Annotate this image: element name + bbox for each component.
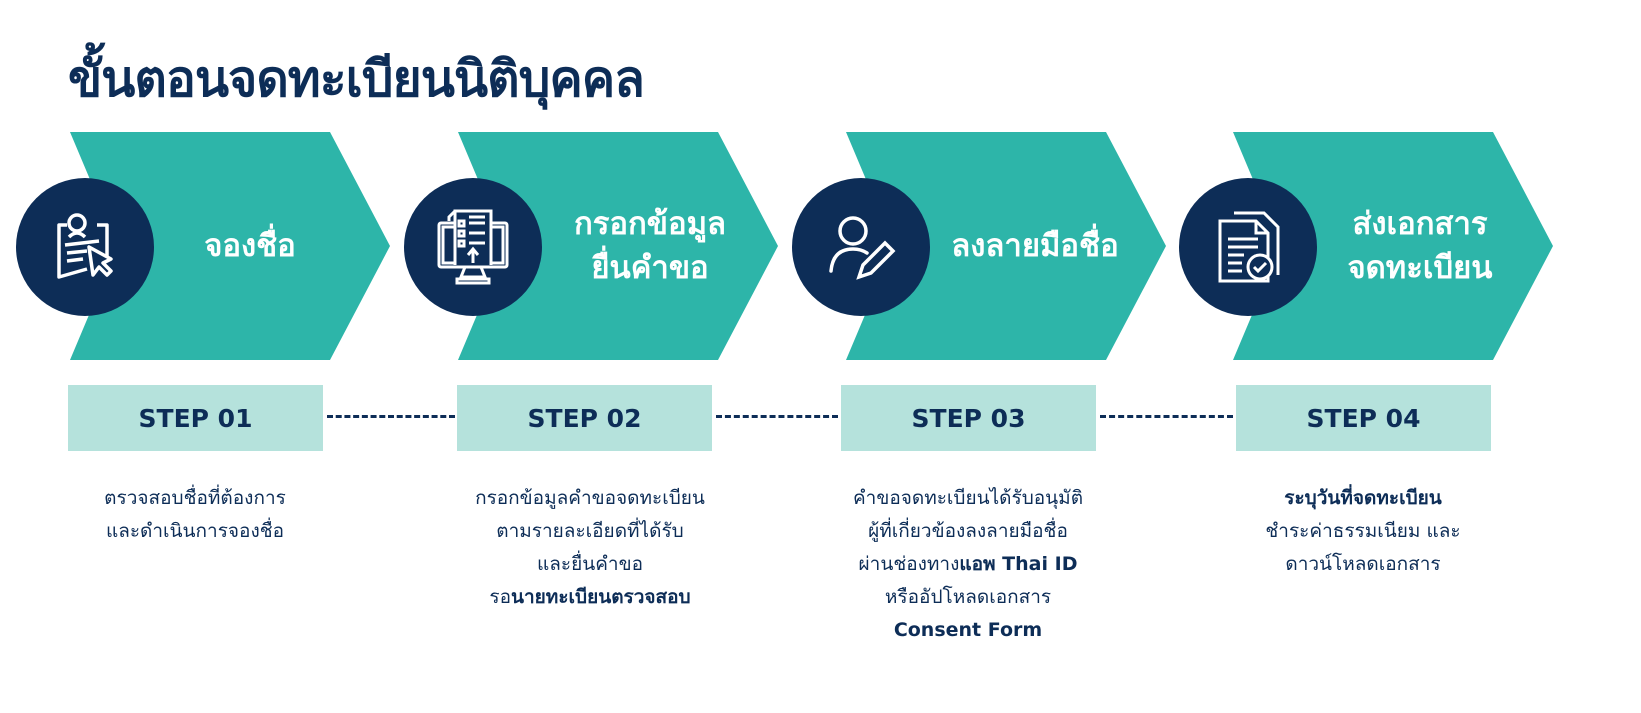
description-text: ผู้ที่เกี่ยวข้องลงลายมือชื่อ (868, 520, 1068, 542)
description-text: ตรวจสอบชื่อที่ต้องการ (104, 487, 286, 509)
step-description: ระบุวันที่จดทะเบียนชำระค่าธรรมเนียม และด… (1203, 482, 1523, 581)
description-line: ตามรายละเอียดที่ได้รับ (430, 515, 750, 548)
description-text: และยื่นคำขอ (537, 553, 643, 575)
monitor-document-upload-icon (404, 178, 542, 316)
step-title-line: กรอกข้อมูล (573, 206, 727, 242)
description-emphasis: Consent Form (893, 619, 1043, 641)
step-title-line: จองชื่อ (204, 228, 296, 264)
step-number-badge: STEP 01 (68, 385, 323, 451)
description-line: และยื่นคำขอ (430, 548, 750, 581)
step-chevron (846, 132, 1176, 360)
page-title: ขั้นตอนจดทะเบียนนิติบุคคล (68, 50, 645, 108)
description-line: ตรวจสอบชื่อที่ต้องการ (35, 482, 355, 515)
description-text: ผ่านช่องทาง (858, 553, 960, 575)
description-text: หรืออัปโหลดเอกสาร (884, 586, 1052, 608)
step-title-line: จดทะเบียน (1347, 250, 1493, 286)
description-line: หรืออัปโหลดเอกสาร (808, 581, 1128, 614)
step-number-badge: STEP 02 (457, 385, 712, 451)
description-line: Consent Form (808, 614, 1128, 647)
description-text: คำขอจดทะเบียนได้รับอนุมัติ (852, 487, 1084, 509)
description-text: ดาวน์โหลดเอกสาร (1285, 553, 1441, 575)
description-emphasis: แอพ Thai ID (959, 553, 1078, 575)
dashed-connector (1100, 415, 1233, 418)
step-title: จองชื่อ (145, 132, 355, 360)
description-line: และดำเนินการจองชื่อ (35, 515, 355, 548)
step-number-badge: STEP 04 (1236, 385, 1491, 451)
step-chevron (458, 132, 788, 360)
step-title-line: ส่งเอกสาร (1352, 206, 1488, 242)
description-text: ชำระค่าธรรมเนียม และ (1265, 520, 1461, 542)
user-form-cursor-icon (16, 178, 154, 316)
step-title-line: ลงลายมือชื่อ (951, 228, 1119, 264)
dashed-connector (716, 415, 838, 418)
description-text: กรอกข้อมูลคำขอจดทะเบียน (475, 487, 705, 509)
description-line: ชำระค่าธรรมเนียม และ (1203, 515, 1523, 548)
description-text: รอ (489, 586, 511, 608)
step-chevron (1233, 132, 1563, 360)
description-emphasis: ระบุวันที่จดทะเบียน (1284, 487, 1442, 509)
description-line: คำขอจดทะเบียนได้รับอนุมัติ (808, 482, 1128, 515)
description-line: กรอกข้อมูลคำขอจดทะเบียน (430, 482, 750, 515)
step-chevron (70, 132, 400, 360)
step-description: คำขอจดทะเบียนได้รับอนุมัติผู้ที่เกี่ยวข้… (808, 482, 1128, 647)
step-title: ส่งเอกสารจดทะเบียน (1315, 132, 1525, 360)
description-line: รอนายทะเบียนตรวจสอบ (430, 581, 750, 614)
description-text: และดำเนินการจองชื่อ (105, 520, 285, 542)
step-description: ตรวจสอบชื่อที่ต้องการและดำเนินการจองชื่อ (35, 482, 355, 548)
step-title: กรอกข้อมูลยื่นคำขอ (545, 132, 755, 360)
dashed-connector (327, 415, 455, 418)
step-number-badge: STEP 03 (841, 385, 1096, 451)
step-title: ลงลายมือชื่อ (930, 132, 1140, 360)
description-text: ตามรายละเอียดที่ได้รับ (496, 520, 684, 542)
step-description: กรอกข้อมูลคำขอจดทะเบียนตามรายละเอียดที่ไ… (430, 482, 750, 614)
description-line: ผู้ที่เกี่ยวข้องลงลายมือชื่อ (808, 515, 1128, 548)
user-pen-icon (792, 178, 930, 316)
step-title-line: ยื่นคำขอ (591, 250, 709, 286)
description-line: ระบุวันที่จดทะเบียน (1203, 482, 1523, 515)
documents-check-icon (1179, 178, 1317, 316)
description-line: ดาวน์โหลดเอกสาร (1203, 548, 1523, 581)
description-line: ผ่านช่องทางแอพ Thai ID (808, 548, 1128, 581)
description-emphasis: นายทะเบียนตรวจสอบ (511, 586, 691, 608)
